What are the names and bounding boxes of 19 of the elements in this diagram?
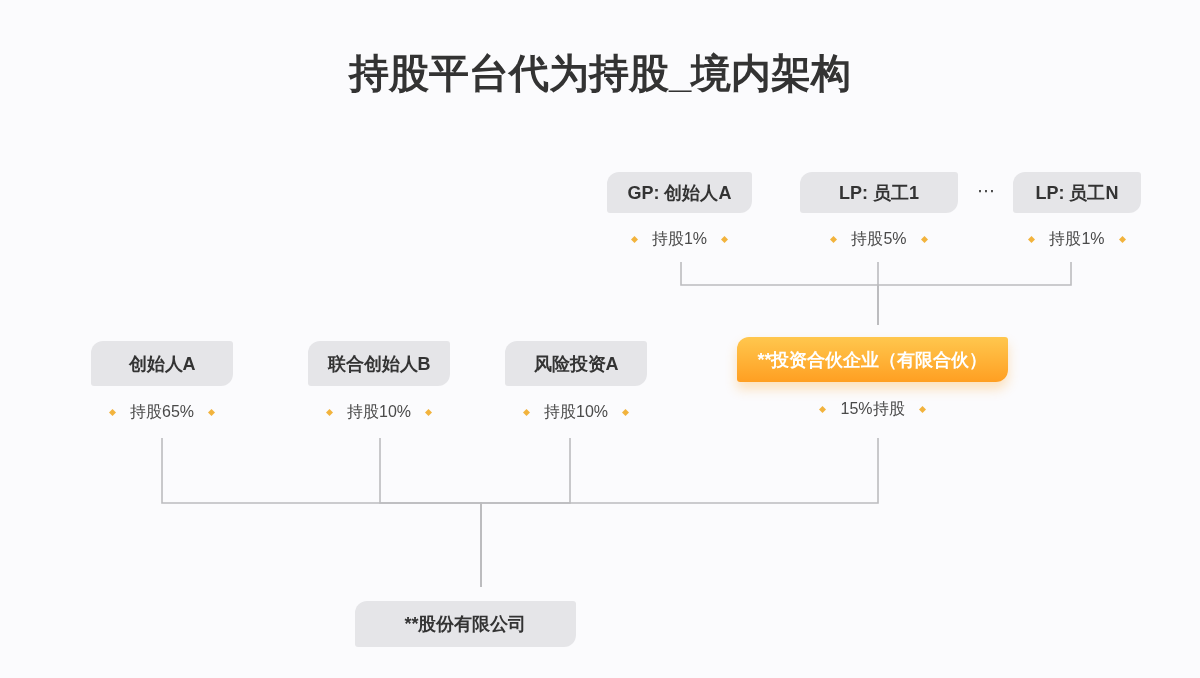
entity-box: LP: 员工1 bbox=[800, 172, 958, 213]
share-label: 持股5% bbox=[851, 229, 907, 249]
title: 持股平台代为持股_境内架构 bbox=[348, 50, 852, 97]
share-label: 持股10% bbox=[544, 402, 608, 422]
share-label: 持股10% bbox=[347, 402, 411, 422]
entity-box: GP: 创始人A bbox=[607, 172, 752, 213]
share-label: 持股1% bbox=[651, 229, 708, 249]
connector-line bbox=[877, 261, 1072, 326]
entity-box: **股份有限公司 bbox=[355, 601, 576, 647]
entity-box: 风险投资A bbox=[505, 341, 647, 386]
share-label: 持股65% bbox=[130, 402, 194, 422]
highlighted-box: **投资合伙企业（有限合伙） bbox=[737, 337, 1008, 382]
ellipsis-label: ⋯ bbox=[977, 181, 995, 201]
entity-box: 创始人A bbox=[91, 341, 233, 386]
entity-box: LP: 员工N bbox=[1013, 172, 1141, 213]
share-label: 持股1% bbox=[1049, 229, 1105, 249]
connector-line bbox=[480, 437, 879, 588]
entity-box: 联合创始人B bbox=[308, 341, 450, 386]
share-label: 15%持股 bbox=[840, 399, 905, 419]
